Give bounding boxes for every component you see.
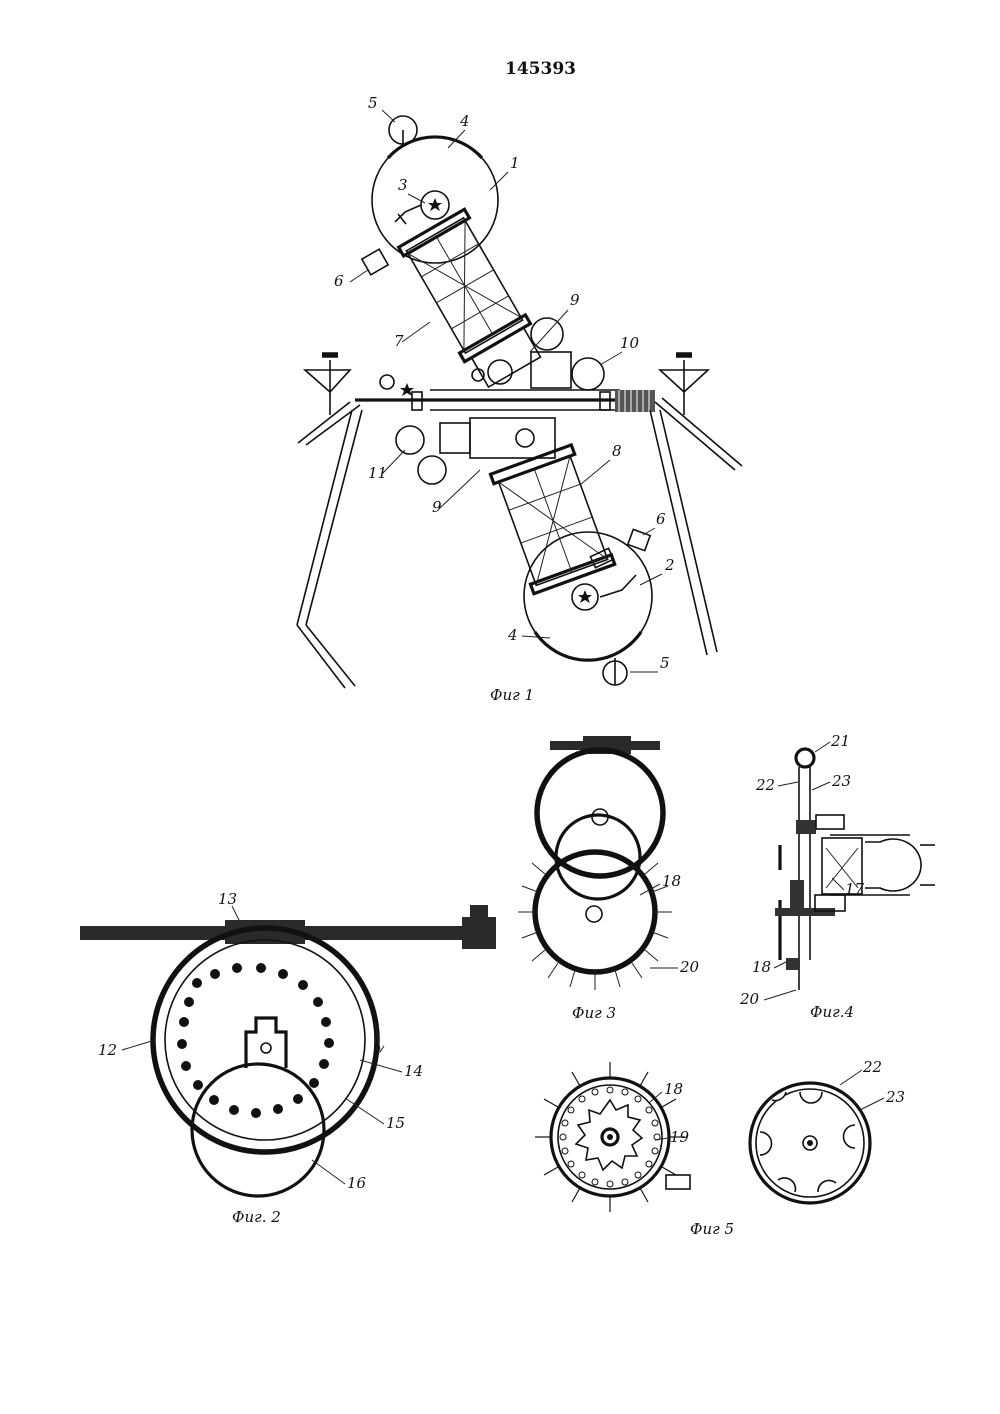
lower-truss (490, 445, 614, 594)
left-stand (297, 355, 362, 688)
patent-number: 145393 (505, 59, 576, 79)
label-9-top: 9 (570, 291, 580, 309)
lower-motor-body (440, 423, 470, 453)
fig3-caption: Фиг 3 (572, 1004, 616, 1022)
label-7: 7 (394, 332, 404, 350)
label-10: 10 (620, 334, 640, 352)
label-18-fig5: 18 (664, 1080, 683, 1098)
label-15: 15 (386, 1114, 405, 1132)
label-20-fig3: 20 (679, 958, 700, 976)
fig4-upper-block (796, 820, 816, 834)
label-21: 21 (830, 732, 850, 750)
figure-5: 18 19 22 23 Фиг 5 (535, 1058, 905, 1238)
lower-hub (516, 429, 534, 447)
lower-motor-ball-b (418, 456, 446, 484)
lower-sphere-arm (600, 575, 636, 597)
fig5-disc-axle (807, 1140, 813, 1146)
upper-sphere-band (388, 137, 482, 158)
label-20-fig4: 20 (739, 990, 760, 1008)
label-18-fig4: 18 (752, 958, 771, 976)
fig4-bulb (865, 839, 921, 891)
star-mark-icon (428, 198, 442, 211)
figure-1: 5 4 3 1 6 9 7 10 11 8 9 6 2 4 5 Фиг 1 (297, 94, 742, 704)
lower-housing (470, 418, 555, 458)
fig2-outer-ring (153, 928, 377, 1152)
label-19: 19 (670, 1128, 690, 1146)
label-18-fig3: 18 (662, 872, 681, 890)
fig5-caption: Фиг 5 (690, 1220, 734, 1238)
fig3-toothed-wheel (535, 852, 655, 972)
fig3-lower-hub (586, 906, 602, 922)
label-23-fig4: 23 (831, 772, 851, 790)
upper-mount (395, 205, 421, 224)
fig3-leader-lines (640, 884, 678, 968)
label-13: 13 (218, 890, 237, 908)
right-stand (650, 355, 742, 655)
label-2: 2 (664, 556, 675, 574)
label-3: 3 (398, 176, 408, 194)
fig4-top-eye (796, 749, 814, 767)
lower-motor-ball-a (396, 426, 424, 454)
fig2-bracket-hole (261, 1043, 271, 1053)
fig1-caption: Фиг 1 (490, 686, 534, 704)
upper-motor-ball-b (572, 358, 604, 390)
label-11: 11 (368, 464, 387, 482)
fig2-shaft-end (462, 917, 496, 949)
label-22-fig5: 22 (862, 1058, 882, 1076)
label-12: 12 (98, 1041, 117, 1059)
axle-small-wheel (380, 375, 394, 389)
figure-2: 13 12 14 15 16 Фиг. 2 (80, 890, 496, 1226)
label-16: 16 (347, 1174, 367, 1192)
fig5-clip (666, 1175, 690, 1189)
label-8: 8 (612, 442, 622, 460)
figure-4: 21 22 23 17 18 20 Фиг.4 (739, 732, 935, 1021)
fig2-lower-ring (192, 1064, 324, 1196)
label-6-top: 6 (334, 272, 344, 290)
label-22-fig4: 22 (755, 776, 775, 794)
lower-star-icon (578, 590, 592, 603)
label-5-bottom: 5 (660, 654, 670, 672)
fig2-shaft-end-cap (470, 905, 488, 919)
figure-3: 18 20 Фиг 3 (518, 736, 700, 1022)
label-14: 14 (404, 1062, 423, 1080)
upper-truss (399, 209, 548, 391)
fig4-upper-flange (816, 815, 844, 829)
label-17: 17 (845, 880, 865, 898)
label-23-fig5: 23 (885, 1088, 905, 1106)
label-1: 1 (510, 154, 520, 172)
label-6-bottom: 6 (656, 510, 666, 528)
fig4-base-plate (775, 908, 835, 916)
spring-coil (615, 390, 655, 412)
label-4-bottom: 4 (507, 626, 518, 644)
upper-motor-body (531, 352, 571, 388)
fig5-pin-wheel-axle (607, 1134, 613, 1140)
lower-sphere-band (535, 632, 641, 660)
label-4-top: 4 (459, 112, 470, 130)
fig4-foot (786, 958, 800, 970)
fig2-caption: Фиг. 2 (232, 1208, 281, 1226)
fig4-caption: Фиг.4 (810, 1003, 854, 1021)
label-5-top: 5 (368, 94, 378, 112)
